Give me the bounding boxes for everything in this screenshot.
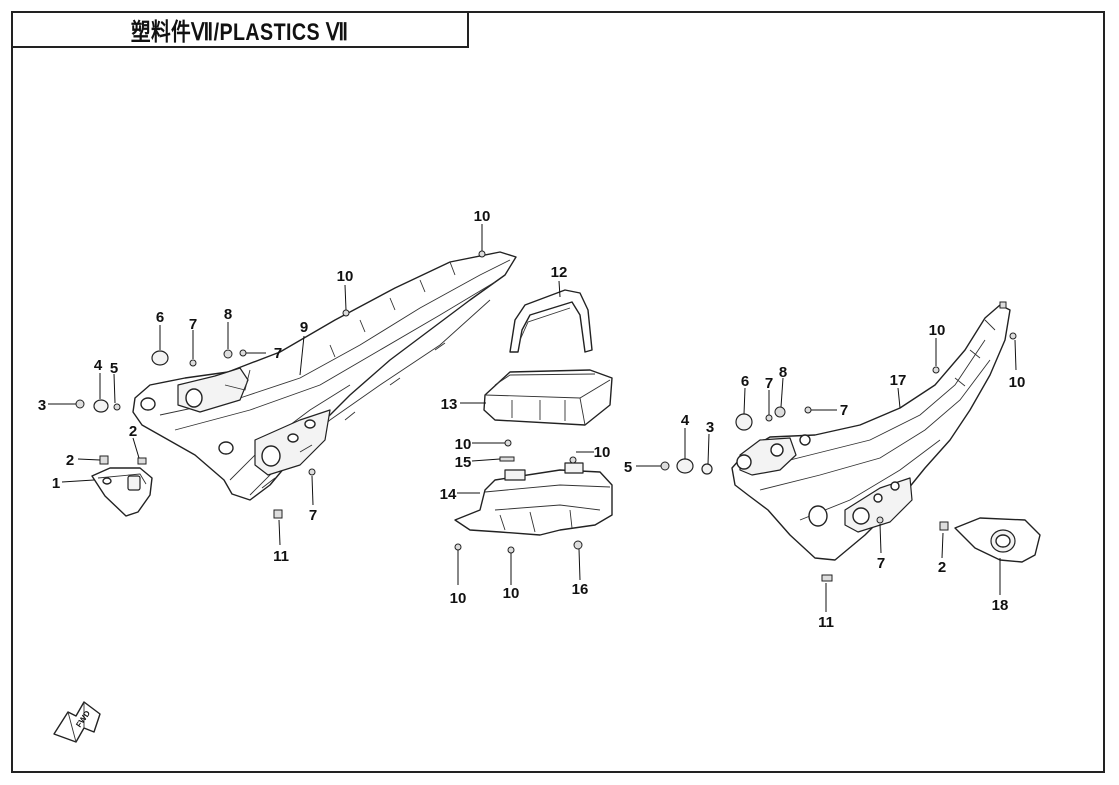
callout-label: 11 — [818, 614, 834, 631]
battery-strap-part-12 — [509, 289, 593, 353]
callout-label: 10 — [594, 444, 611, 461]
drawing-frame — [11, 11, 1105, 773]
callout-label: 16 — [572, 581, 589, 598]
callout-label: 4 — [681, 412, 690, 429]
right-front-trim-part-18 — [954, 517, 1041, 563]
callout-label: 7 — [877, 555, 885, 572]
callout-label: 9 — [300, 319, 308, 336]
callout-label: 14 — [440, 486, 457, 503]
callout-label: 5 — [624, 459, 632, 476]
callout-label: 10 — [337, 268, 354, 285]
callout-label: 7 — [274, 345, 282, 362]
callout-label: 2 — [66, 452, 74, 469]
title-block: 塑料件Ⅶ/PLASTICS Ⅶ — [11, 11, 469, 48]
callout-label: 10 — [450, 590, 467, 607]
callout-label: 3 — [38, 397, 46, 414]
callout-label: 10 — [503, 585, 520, 602]
callout-label: 7 — [765, 375, 773, 392]
right-fasteners — [660, 301, 1017, 582]
right-side-cover-part-17 — [731, 304, 1011, 561]
callout-label: 12 — [551, 264, 568, 281]
callout-label: 7 — [840, 402, 848, 419]
callout-label: 1 — [52, 475, 60, 492]
callout-label: 2 — [129, 423, 137, 440]
callout-label: 10 — [474, 208, 491, 225]
battery-tray-part-14 — [454, 462, 613, 536]
callout-label: 3 — [706, 419, 714, 436]
callout-label: 7 — [309, 507, 317, 524]
callout-label: 15 — [455, 454, 472, 471]
callout-label: 6 — [156, 309, 164, 326]
left-fasteners — [75, 250, 486, 519]
callouts: 3 4 5 6 7 8 7 9 10 10 2 2 1 7 11 12 13 1… — [38, 208, 1026, 631]
callout-label: 8 — [224, 306, 232, 323]
callout-label: 8 — [779, 364, 787, 381]
leader-lines — [48, 224, 1017, 612]
left-front-trim-part-1 — [91, 467, 153, 517]
center-fasteners — [454, 439, 583, 554]
callout-label: 11 — [273, 548, 289, 565]
callout-label: 13 — [441, 396, 458, 413]
battery-box-part-13 — [483, 369, 613, 426]
callout-label: 10 — [455, 436, 472, 453]
callout-label: 17 — [890, 372, 907, 389]
callout-label: 10 — [1009, 374, 1026, 391]
callout-label: 4 — [94, 357, 103, 374]
left-side-cover-part-9 — [132, 251, 517, 501]
page-title: 塑料件Ⅶ/PLASTICS Ⅶ — [131, 19, 349, 46]
callout-label: 5 — [110, 360, 118, 377]
fwd-arrow-icon: FWD — [53, 701, 101, 743]
callout-label: 10 — [929, 322, 946, 339]
callout-label: 18 — [992, 597, 1009, 614]
callout-label: 7 — [189, 316, 197, 333]
callout-label: 6 — [741, 373, 749, 390]
callout-label: 2 — [938, 559, 946, 576]
